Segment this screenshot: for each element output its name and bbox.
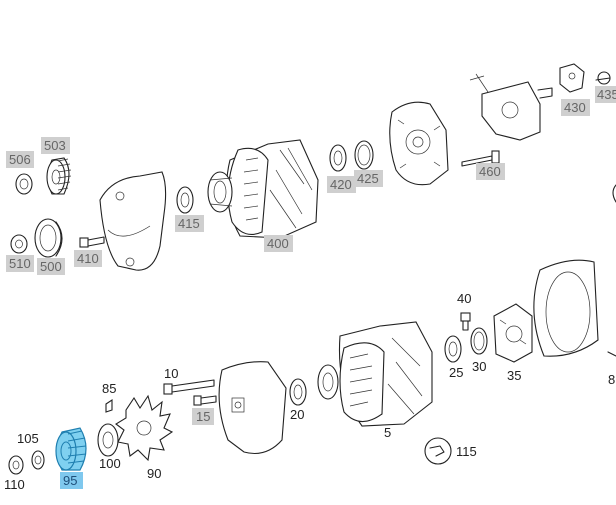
part-105-washer[interactable] — [31, 450, 45, 470]
part-435-nut[interactable] — [595, 71, 611, 85]
label-510[interactable]: 510 — [9, 256, 31, 271]
rear-cover[interactable] — [533, 259, 599, 357]
label-85[interactable]: 85 — [102, 381, 116, 396]
label-425[interactable]: 425 — [357, 171, 379, 186]
label-410[interactable]: 410 — [77, 251, 99, 266]
part-100-washer[interactable] — [97, 423, 119, 457]
label-500[interactable]: 500 — [40, 259, 62, 274]
label-420[interactable]: 420 — [330, 177, 352, 192]
part-410-bolt[interactable] — [79, 236, 105, 248]
part-430-connector[interactable] — [559, 63, 585, 93]
rear-housing-bracket[interactable] — [99, 171, 167, 271]
label-460[interactable]: 460 — [479, 164, 501, 179]
part-95-pulley[interactable] — [55, 427, 87, 471]
label-15[interactable]: 15 — [196, 409, 210, 424]
part-415-bearing[interactable] — [176, 186, 194, 214]
label-25[interactable]: 25 — [449, 365, 463, 380]
label-20[interactable]: 20 — [290, 407, 304, 422]
label-95[interactable]: 95 — [63, 473, 77, 488]
part-500-washer[interactable] — [34, 218, 63, 258]
part-30-ring[interactable] — [470, 327, 488, 355]
label-415[interactable]: 415 — [178, 216, 200, 231]
part-503-pulley[interactable] — [46, 157, 72, 195]
label-5[interactable]: 5 — [384, 425, 391, 440]
part-35-regulator[interactable] — [493, 303, 533, 363]
part-510-nut[interactable] — [10, 234, 28, 254]
drive-end-housing[interactable] — [218, 361, 287, 455]
label-506[interactable]: 506 — [9, 152, 31, 167]
part-110-nut[interactable] — [8, 455, 24, 475]
label-35[interactable]: 35 — [507, 368, 521, 383]
label-435[interactable]: 435 — [597, 87, 616, 102]
label-100[interactable]: 100 — [99, 456, 121, 471]
cropped-part-edge — [612, 184, 616, 203]
part-506-nut[interactable] — [15, 173, 33, 195]
part-10-bolt[interactable] — [163, 379, 215, 395]
part-90-fan[interactable] — [115, 394, 174, 462]
front-housing[interactable] — [389, 101, 449, 186]
part-400-alternator[interactable] — [207, 139, 319, 239]
label-110[interactable]: 110 — [4, 477, 25, 492]
label-430[interactable]: 430 — [564, 100, 586, 115]
label-503[interactable]: 503 — [44, 138, 66, 153]
part-20-bearing[interactable] — [289, 378, 307, 406]
label-8[interactable]: 8 — [608, 372, 615, 387]
label-30[interactable]: 30 — [472, 359, 486, 374]
cropped-part-edge-2 — [607, 351, 616, 357]
regulator-rectifier[interactable] — [469, 73, 553, 141]
part-115-clip[interactable] — [424, 437, 452, 465]
label-10[interactable]: 10 — [164, 366, 178, 381]
label-90[interactable]: 90 — [147, 466, 161, 481]
part-5-alternator[interactable] — [317, 321, 433, 427]
part-25-bearing[interactable] — [444, 335, 462, 363]
label-40[interactable]: 40 — [457, 291, 471, 306]
part-40-screw[interactable] — [460, 312, 471, 331]
label-105[interactable]: 105 — [17, 431, 39, 446]
part-15-screw[interactable] — [193, 395, 217, 406]
label-400[interactable]: 400 — [267, 236, 289, 251]
part-420-bearing[interactable] — [329, 144, 347, 172]
part-425-ring[interactable] — [354, 140, 374, 170]
label-115[interactable]: 115 — [456, 444, 477, 459]
part-85-washer[interactable] — [105, 398, 113, 413]
